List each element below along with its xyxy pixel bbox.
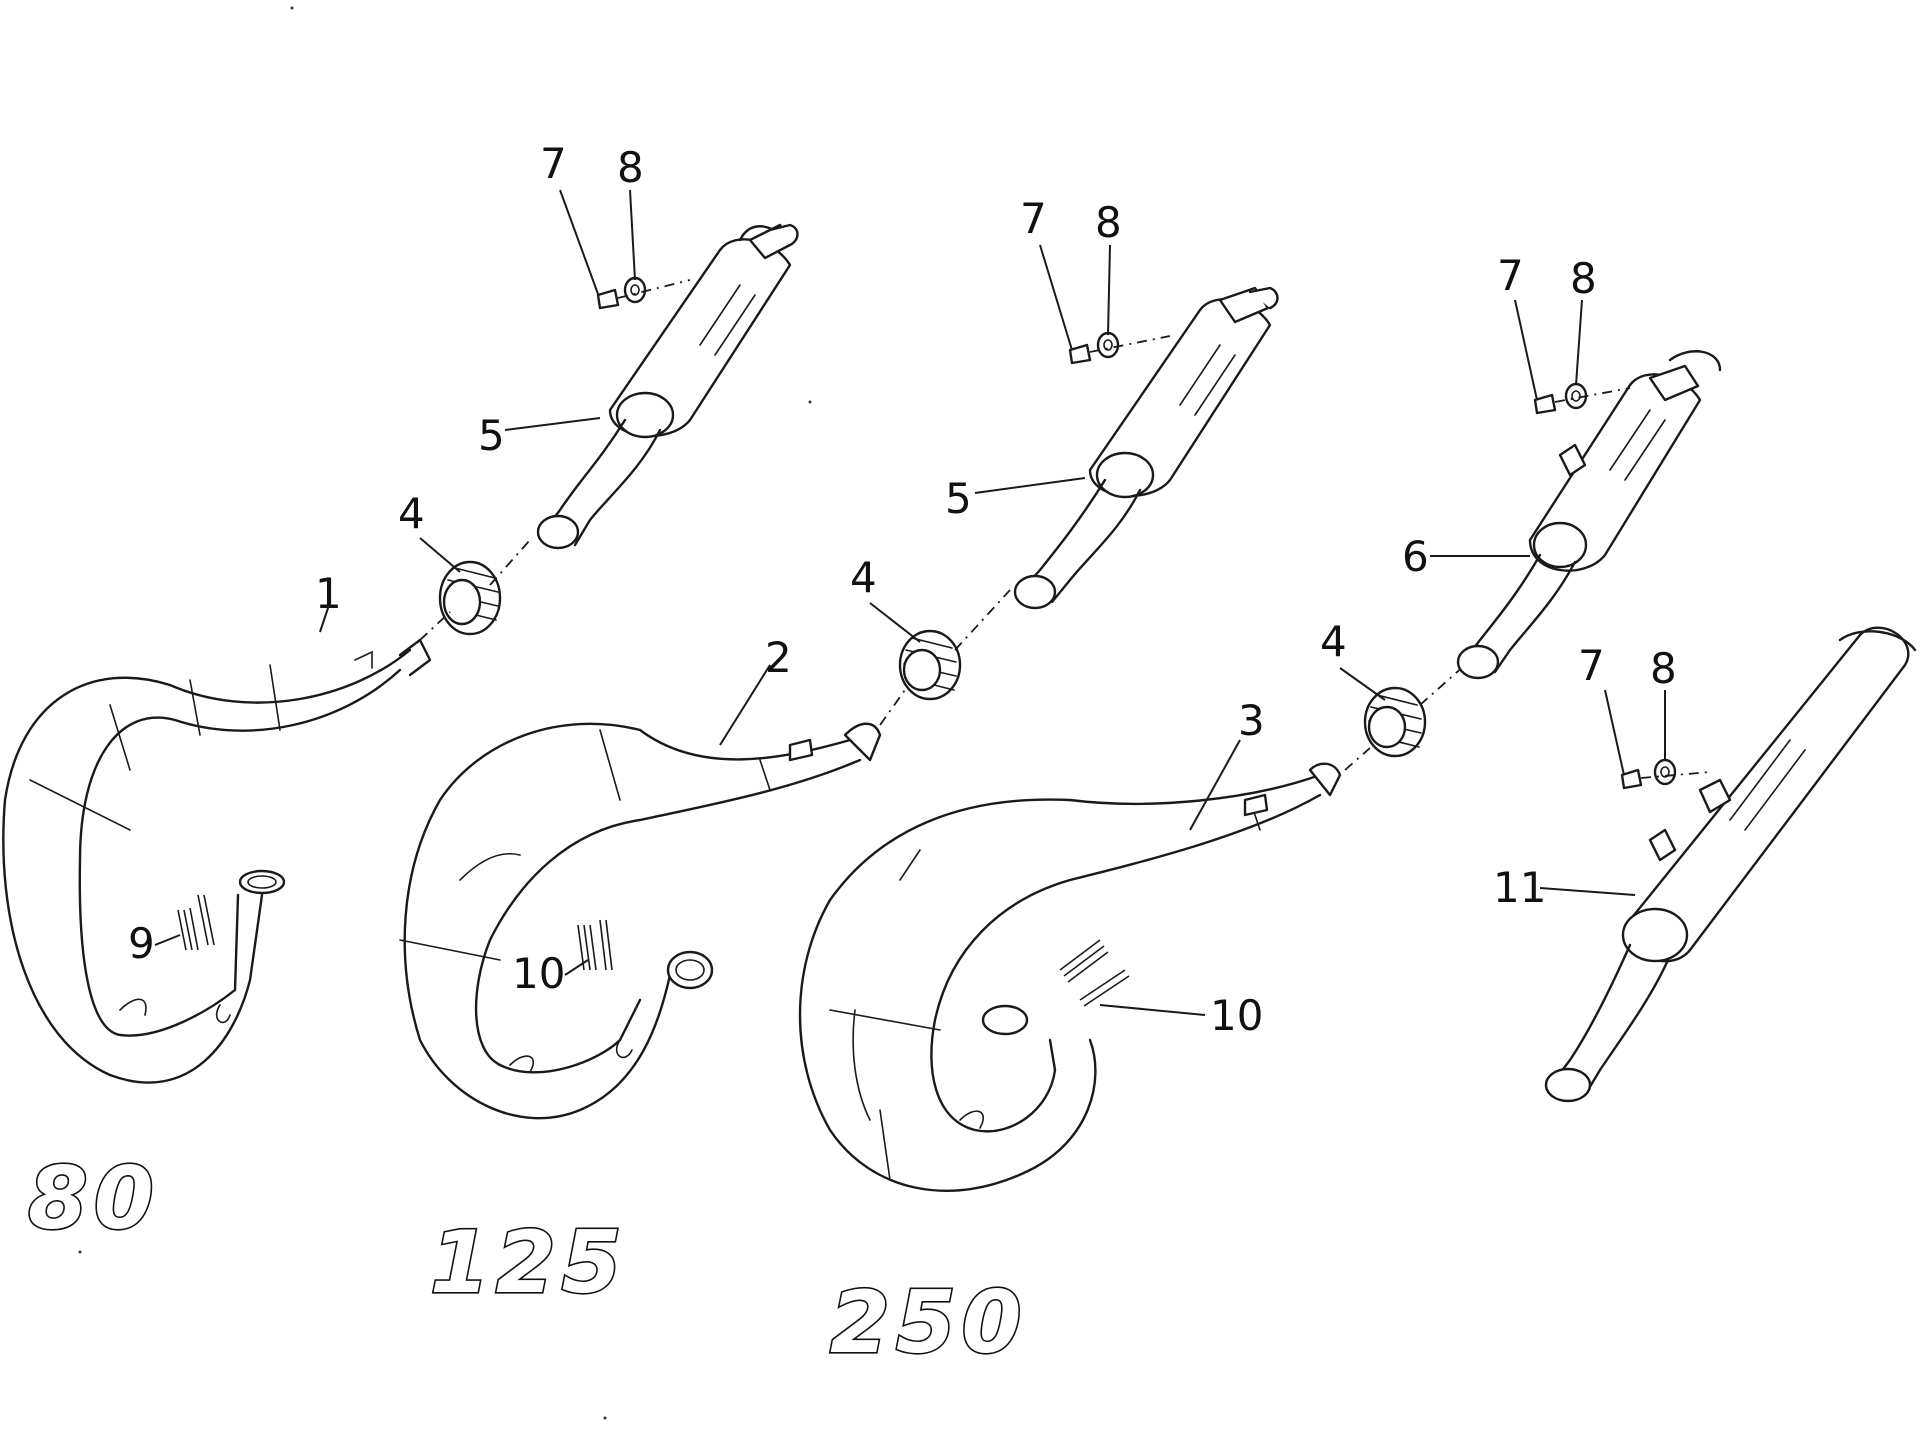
callout-7-80: 7 [540,139,567,188]
silencer-5-125 [1013,286,1279,610]
bolt-7-125 [1068,343,1092,365]
bolt-7-250 [1533,393,1557,415]
spring-10-250 [1059,939,1130,1007]
axis-line-250 [1344,664,1466,771]
exhaust-pipe-250 [798,762,1342,1192]
silencer-5-80 [536,223,799,550]
silencer-11 [1544,626,1917,1103]
scan-specks [78,6,812,1420]
leader-lines [154,189,1666,1016]
bolt-axis-125 [1089,335,1171,353]
callout-7-125: 7 [1020,194,1047,243]
axis-line-125 [879,589,1011,726]
exhaust-pipe-80 [2,638,432,1084]
coupler-4-125 [898,629,962,701]
callout-8-80: 8 [617,143,644,192]
coupler-4-250 [1363,686,1427,758]
callout-labels: 1 2 3 4 4 4 5 5 6 7 7 7 7 8 8 8 8 9 10 1… [128,139,1677,1040]
spring-9 [177,894,215,951]
coupler-4-80 [438,560,502,636]
callout-4-125: 4 [850,553,877,602]
callout-9: 9 [128,919,155,968]
callout-7-11: 7 [1578,641,1605,690]
callout-6: 6 [1402,532,1429,581]
callout-5-80: 5 [478,411,505,460]
callout-4-80: 4 [398,489,425,538]
callout-2: 2 [765,633,792,682]
callout-8-250: 8 [1570,254,1597,303]
bolt-7-11 [1620,768,1643,790]
model-250-label: 250 [830,1273,1028,1373]
washer-8-125 [1096,331,1120,359]
bolt-7-80 [596,288,620,310]
callout-1: 1 [315,569,342,618]
exhaust-pipe-125 [399,722,882,1120]
washer-8-80 [623,276,647,304]
callout-8-125: 8 [1095,198,1122,247]
callout-4-250: 4 [1320,617,1347,666]
callout-10-250: 10 [1210,991,1263,1040]
model-labels: 80 125 250 [26,1147,1028,1374]
callout-3: 3 [1238,696,1265,745]
axis-line-80 [419,539,531,641]
silencer-6-250 [1456,350,1722,680]
model-80-label: 80 [28,1149,160,1249]
callout-10-125: 10 [512,949,565,998]
callout-7-250: 7 [1497,251,1524,300]
model-125-label: 125 [430,1213,628,1313]
callout-8-11: 8 [1650,644,1677,693]
callout-11: 11 [1493,863,1546,912]
bolt-axis-11 [1640,771,1711,779]
washer-8-11 [1653,758,1677,786]
callout-5-125: 5 [945,474,972,523]
